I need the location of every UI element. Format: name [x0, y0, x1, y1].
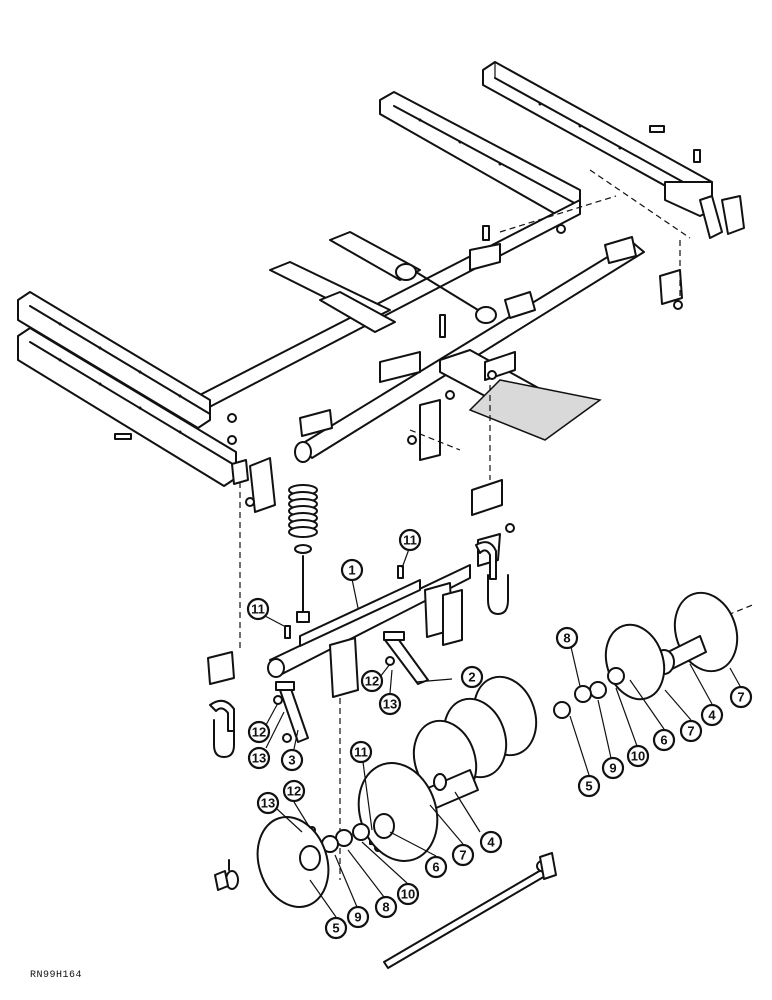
callout-3: 3	[280, 729, 304, 772]
svg-text:5: 5	[332, 921, 339, 936]
callout-12: 12	[247, 702, 279, 744]
svg-text:11: 11	[403, 533, 417, 548]
callout-6: 6	[629, 679, 676, 752]
gang-frame-assembly	[207, 479, 509, 852]
callout-9: 9	[597, 699, 625, 780]
svg-text:4: 4	[708, 708, 716, 723]
gang-axle	[383, 852, 557, 969]
callout-10: 10	[361, 841, 420, 906]
callout-7: 7	[664, 689, 703, 743]
callout-5: 5	[569, 715, 601, 798]
svg-text:4: 4	[487, 835, 495, 850]
callout-10: 10	[615, 687, 650, 768]
svg-text:7: 7	[687, 724, 694, 739]
svg-text:2: 2	[468, 670, 475, 685]
callout-11: 11	[246, 597, 285, 627]
svg-text:7: 7	[737, 690, 744, 705]
callout-11: 11	[349, 740, 373, 831]
svg-text:7: 7	[459, 848, 466, 863]
spring-assembly	[288, 484, 318, 623]
svg-text:12: 12	[252, 725, 266, 740]
rear-disk-gang	[553, 591, 739, 719]
callout-4: 4	[689, 663, 724, 727]
svg-text:13: 13	[383, 697, 397, 712]
callout-11: 11	[398, 528, 422, 569]
figure-id-label: RN99H164	[30, 970, 83, 981]
svg-text:12: 12	[287, 784, 301, 799]
callout-4: 4	[454, 791, 503, 854]
svg-text:9: 9	[354, 910, 361, 925]
callout-1: 1	[340, 558, 364, 609]
svg-text:5: 5	[585, 779, 592, 794]
svg-text:13: 13	[261, 796, 275, 811]
svg-text:11: 11	[354, 745, 368, 760]
callout-2: 2	[415, 665, 484, 689]
callout-12: 12	[360, 663, 391, 693]
front-disk-gang	[214, 675, 538, 908]
callout-6: 6	[389, 831, 448, 879]
callout-13: 13	[256, 791, 303, 833]
main-frame-assembly	[17, 61, 745, 533]
callouts: 1 2 3 4 4 5 5	[246, 528, 753, 940]
callout-13: 13	[378, 669, 402, 716]
svg-text:9: 9	[609, 761, 616, 776]
callout-7: 7	[729, 667, 753, 709]
svg-text:10: 10	[631, 749, 645, 764]
callout-8: 8	[555, 626, 581, 687]
svg-text:12: 12	[365, 674, 379, 689]
svg-text:10: 10	[401, 887, 415, 902]
svg-text:11: 11	[251, 602, 265, 617]
svg-text:8: 8	[563, 631, 570, 646]
svg-text:3: 3	[288, 753, 295, 768]
svg-text:8: 8	[382, 900, 389, 915]
svg-text:13: 13	[252, 751, 266, 766]
callout-13: 13	[247, 711, 285, 770]
svg-text:1: 1	[348, 563, 355, 578]
svg-text:6: 6	[660, 733, 667, 748]
callout-9: 9	[334, 854, 370, 929]
callout-7: 7	[429, 804, 475, 867]
svg-text:6: 6	[432, 860, 439, 875]
callout-12: 12	[282, 779, 311, 829]
callout-8: 8	[347, 849, 398, 919]
alignment-lines	[239, 169, 691, 650]
callout-5: 5	[309, 879, 348, 940]
